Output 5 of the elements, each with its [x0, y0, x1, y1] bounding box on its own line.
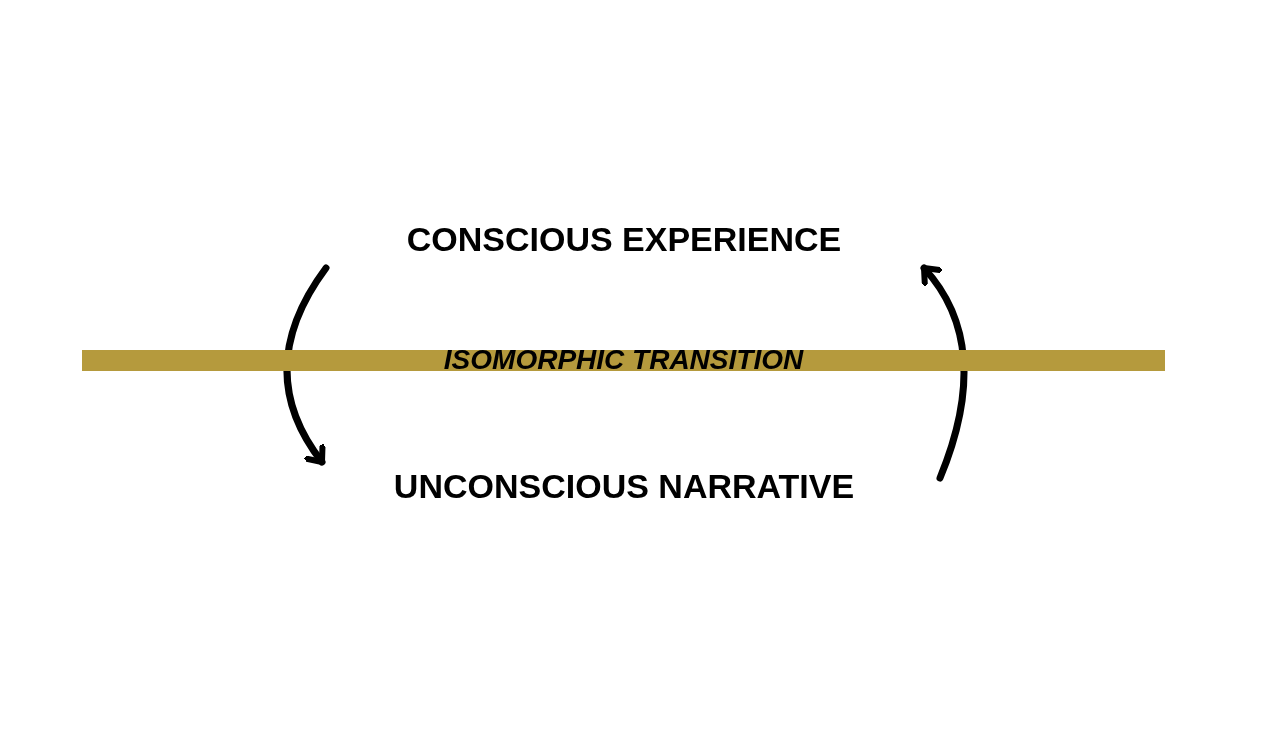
heading-text: UNCONSCIOUS NARRATIVE [393, 469, 855, 503]
curved-arrow [283, 264, 330, 466]
heading-text: CONSCIOUS EXPERIENCE [406, 222, 842, 256]
band-label: ISOMORPHIC TRANSITION [443, 346, 804, 374]
curved-arrow [920, 264, 968, 482]
